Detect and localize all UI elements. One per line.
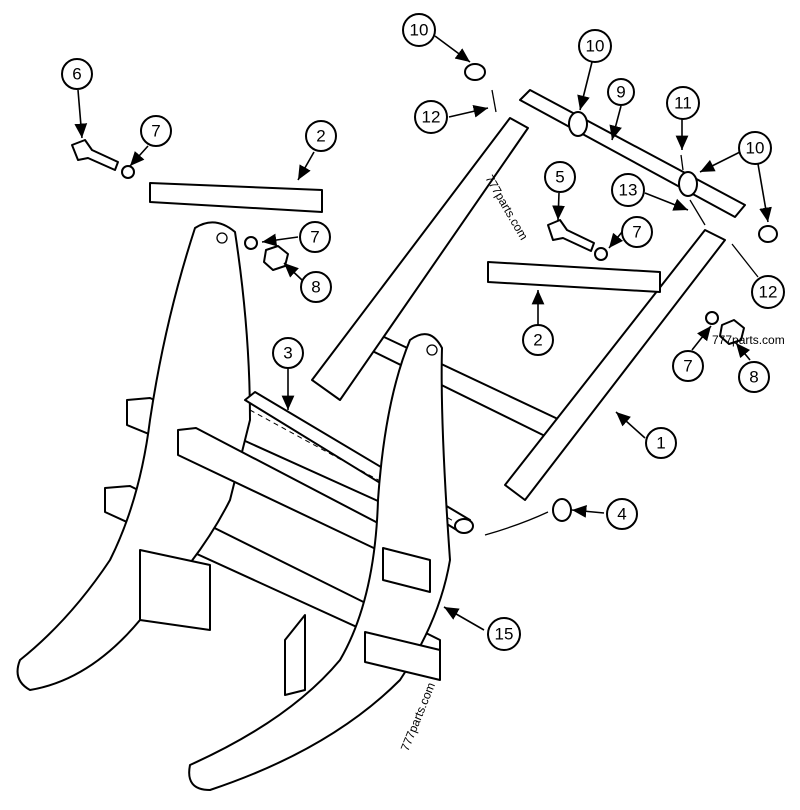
svg-text:7: 7 (632, 223, 641, 242)
svg-text:6: 6 (72, 65, 81, 84)
svg-text:7: 7 (151, 122, 160, 141)
snap-ring-4 (552, 498, 572, 522)
link-2-left (149, 182, 323, 213)
callout-7-right[interactable]: 7 (672, 350, 704, 382)
bushing-10-right (758, 225, 778, 243)
callout-13[interactable]: 13 (611, 173, 645, 207)
arm-left (311, 117, 529, 401)
svg-text:10: 10 (586, 37, 605, 56)
svg-text:3: 3 (283, 344, 292, 363)
svg-text:10: 10 (410, 21, 429, 40)
svg-text:7: 7 (683, 357, 692, 376)
svg-text:4: 4 (617, 505, 626, 524)
bracket-left (139, 549, 211, 631)
callout-4[interactable]: 4 (606, 498, 638, 530)
callout-5[interactable]: 5 (544, 161, 576, 193)
svg-text:10: 10 (746, 139, 765, 158)
svg-text:1: 1 (656, 434, 665, 453)
svg-text:12: 12 (422, 108, 441, 127)
callout-3[interactable]: 3 (272, 337, 304, 369)
callout-1[interactable]: 1 (645, 427, 677, 459)
angle-bracket (364, 631, 441, 681)
callout-7-left[interactable]: 7 (140, 115, 172, 147)
washer-7d (705, 311, 719, 325)
washer-7c (594, 247, 608, 261)
svg-text:5: 5 (555, 168, 564, 187)
callout-7-mid-right[interactable]: 7 (621, 216, 653, 248)
callout-6[interactable]: 6 (61, 58, 93, 90)
svg-text:2: 2 (533, 331, 542, 350)
callout-12-top[interactable]: 12 (414, 100, 448, 134)
arm-right (504, 229, 726, 501)
washer-7 (121, 165, 135, 179)
svg-text:12: 12 (759, 283, 778, 302)
svg-text:8: 8 (749, 368, 758, 387)
washer-7b (244, 236, 258, 250)
nut-8 (263, 245, 289, 271)
callout-10-top-left[interactable]: 10 (402, 13, 436, 47)
svg-text:8: 8 (311, 278, 320, 297)
watermark-bottom: 777parts.com (398, 680, 438, 753)
callout-9[interactable]: 9 (607, 78, 635, 106)
right-upright (188, 333, 451, 791)
svg-text:15: 15 (495, 625, 514, 644)
bolt-5 (547, 219, 595, 252)
nut-8b (719, 319, 745, 345)
block (382, 547, 431, 593)
callout-8-left[interactable]: 8 (300, 271, 332, 303)
svg-text:9: 9 (616, 83, 625, 102)
watermark-top: 777parts.com (482, 173, 530, 243)
bolt-6 (71, 139, 119, 171)
svg-text:2: 2 (316, 127, 325, 146)
left-upright (16, 221, 251, 691)
svg-text:13: 13 (619, 181, 638, 200)
callout-2-left[interactable]: 2 (305, 120, 337, 152)
callout-2-right[interactable]: 2 (522, 324, 554, 356)
callout-11[interactable]: 11 (666, 86, 700, 120)
callout-10-right[interactable]: 10 (738, 131, 772, 165)
watermarks: 777parts.com 777parts.com 777parts.com (398, 173, 785, 754)
callout-15[interactable]: 15 (487, 617, 521, 651)
link-2-right (487, 261, 661, 293)
callout-12-right[interactable]: 12 (751, 275, 785, 309)
callout-10-shaft[interactable]: 10 (578, 29, 612, 63)
watermark-right: 777parts.com (712, 333, 785, 347)
bushing-10 (464, 63, 486, 81)
bracket-right (284, 614, 306, 696)
frame-drawing (16, 63, 778, 791)
callouts: 10 10 9 11 10 12 6 7 2 7 8 5 13 7 12 2 7… (61, 13, 785, 651)
callout-7-mid-left[interactable]: 7 (299, 221, 331, 253)
callout-8-right[interactable]: 8 (738, 361, 770, 393)
svg-text:11: 11 (674, 94, 692, 113)
svg-text:7: 7 (310, 228, 319, 247)
